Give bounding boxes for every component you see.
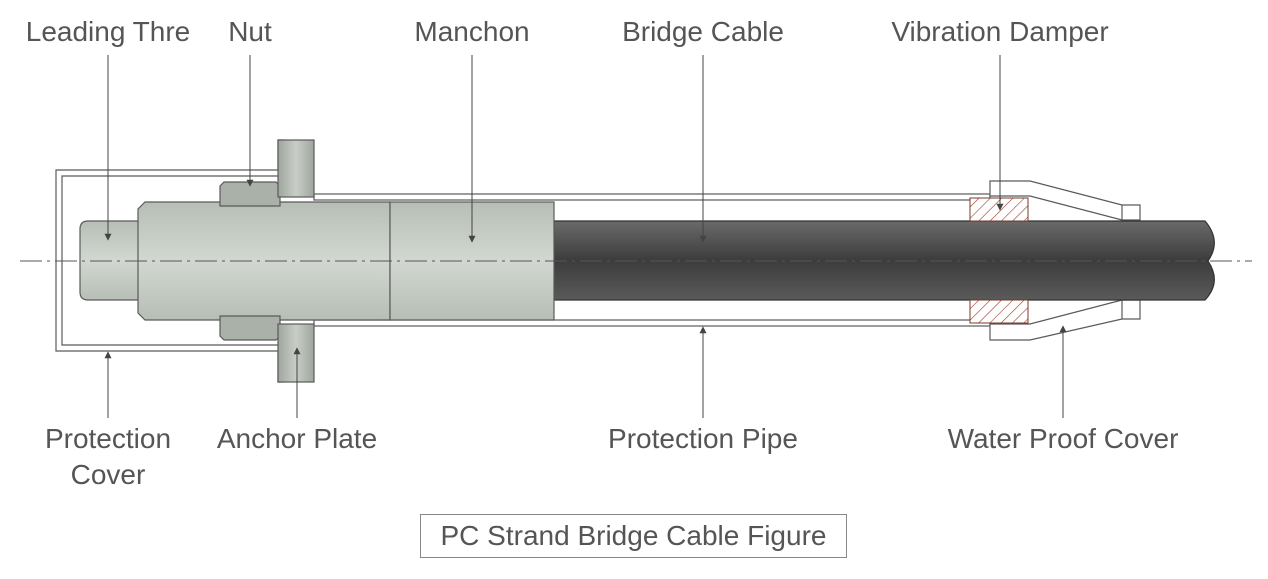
label-manchon: Manchon <box>414 16 529 47</box>
bridge-cable <box>553 220 1215 301</box>
label-water-proof-cover: Water Proof Cover <box>948 423 1179 454</box>
anchor-plate <box>277 139 315 383</box>
leader-lines <box>104 55 1067 418</box>
label-vibration-damper: Vibration Damper <box>891 16 1108 47</box>
vibration-damper <box>969 197 1029 324</box>
label-nut: Nut <box>228 16 272 47</box>
nut <box>219 181 281 341</box>
label-protection-cover-line1: Protection <box>45 423 171 454</box>
label-anchor-plate: Anchor Plate <box>217 423 377 454</box>
water-proof-cover <box>989 180 1141 341</box>
label-protection-pipe: Protection Pipe <box>608 423 798 454</box>
label-bridge-cable: Bridge Cable <box>622 16 784 47</box>
label-protection-cover-line2: Cover <box>71 459 146 490</box>
label-leading-thread: Leading Thre <box>26 16 191 47</box>
figure-caption: PC Strand Bridge Cable Figure <box>420 514 847 558</box>
